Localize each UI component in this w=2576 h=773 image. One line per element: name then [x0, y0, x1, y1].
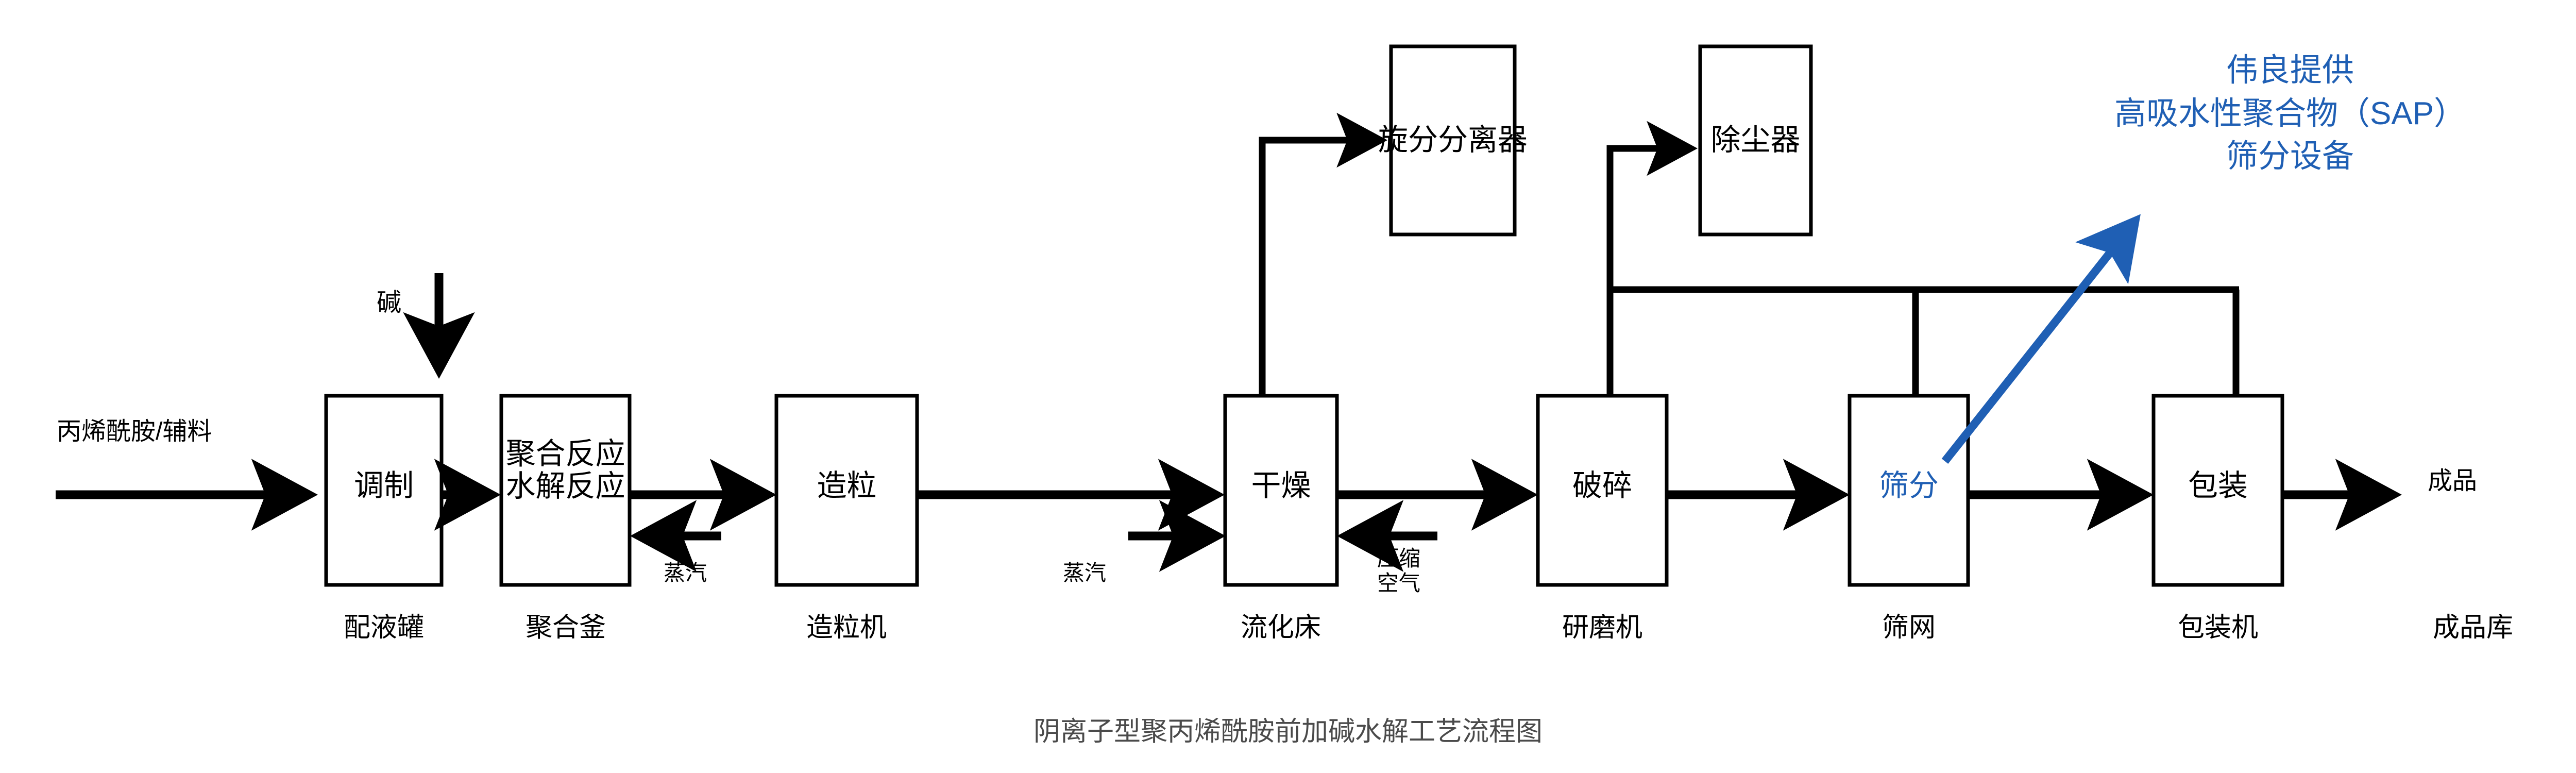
box-baozhuang[interactable]: [2151, 394, 2284, 587]
connector-ganzao-to-xuanfen: [1259, 112, 1388, 396]
equipment-label-zaoliji: 造粒机: [806, 613, 887, 643]
annotation-line-3: 筛分设备: [2226, 139, 2354, 175]
box-label-posui: 破碎: [1572, 469, 1632, 502]
stream-label-steam-ganzao: 蒸汽: [1062, 561, 1106, 585]
stream-label-feed: 丙烯酰胺/辅料: [57, 418, 212, 445]
stream-label-alkali: 碱: [376, 289, 401, 316]
box-ganzao[interactable]: [1223, 394, 1339, 587]
box-zaoli[interactable]: [774, 394, 919, 587]
equipment-label-shaiwang: 筛网: [1882, 613, 1936, 643]
annotation-arrow: [1941, 214, 2141, 464]
box-xuanfen[interactable]: [1389, 44, 1517, 237]
equipment-label-yanmoji: 研磨机: [1562, 613, 1642, 643]
box-juhe[interactable]: [499, 394, 632, 587]
box-label-shaifen: 筛分: [1878, 469, 1939, 502]
annotation-sap-text: 伟良提供 高吸水性聚合物（SAP） 筛分设备: [2030, 49, 2550, 178]
equipment-label-juhefu: 聚合釜: [525, 613, 606, 643]
box-label-juhe: 聚合反应 水解反应: [505, 437, 625, 503]
box-posui[interactable]: [1536, 394, 1669, 587]
box-label-tiaozhi: 调制: [353, 469, 414, 502]
annotation-line-2: 高吸水性聚合物（SAP）: [2114, 95, 2466, 131]
equipment-label-chengpinku: 成品库: [2432, 613, 2513, 643]
equipment-label-peiyeguan: 配液罐: [343, 613, 424, 643]
equipment-label-liuhuachuang: 流化床: [1240, 613, 1321, 643]
box-tiaozhi[interactable]: [324, 394, 444, 587]
box-label-xuanfen: 旋分分离器: [1378, 123, 1528, 157]
box-chuchen[interactable]: [1698, 44, 1813, 237]
equipment-label-baozhuangji: 包装机: [2177, 613, 2258, 643]
annotation-line-1: 伟良提供: [2226, 53, 2354, 88]
connector-manifold-to-chuchen: [1606, 121, 1698, 290]
box-label-zaoli: 造粒: [817, 469, 877, 502]
diagram-caption: 阴离子型聚丙烯酰胺前加碱水解工艺流程图: [1033, 717, 1543, 747]
box-label-ganzao: 干燥: [1251, 469, 1311, 502]
stream-label-steam-juhe: 蒸汽: [663, 561, 707, 585]
box-label-baozhuang: 包装: [2188, 469, 2248, 502]
stream-label-compressed-air: 压缩 空气: [1377, 546, 1420, 596]
stream-label-product: 成品: [2427, 467, 2477, 495]
box-label-chuchen: 除尘器: [1710, 123, 1801, 157]
